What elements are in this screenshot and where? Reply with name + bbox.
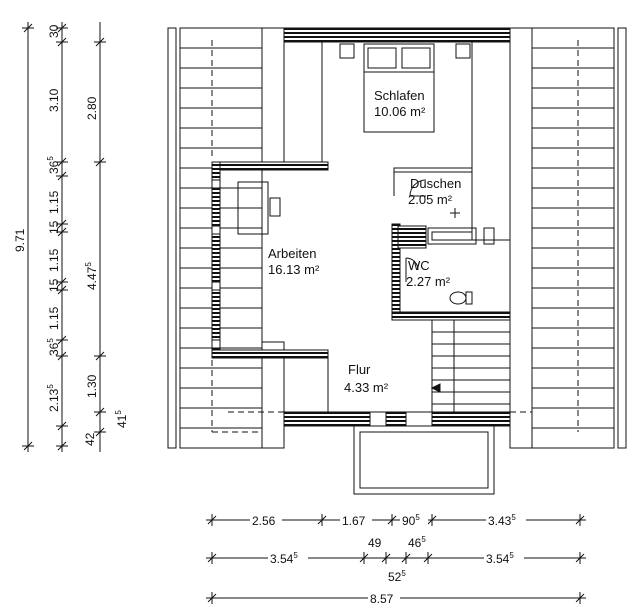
dim-h-r3-bg	[368, 590, 400, 604]
dim-h-r2-2-main: 46	[408, 536, 422, 550]
dim-h-r3: 8.57	[370, 592, 394, 606]
dim-v-c1-2-sup: 5	[46, 156, 55, 161]
dim-v-outer: 9.71	[13, 228, 27, 252]
dim-v-c1-9: 2.135	[46, 384, 61, 412]
dim-v-c2-1-sup: 5	[84, 262, 93, 267]
dim-v-c2-3: 415	[114, 410, 129, 428]
dim-h-r2-3-sup: 5	[509, 551, 514, 560]
dim-v-c1-0: 30	[47, 24, 61, 38]
dim-v-c1-2-main: 36	[47, 160, 61, 174]
dim-v-c1-9-main: 2.13	[47, 388, 61, 412]
dim-h-r2-0-sup: 5	[293, 551, 298, 560]
room-area-schlafen: 10.06 m²	[374, 104, 426, 119]
dim-v-c1-8: 365	[46, 338, 61, 356]
dim-v-c2-2: 1.30	[85, 374, 99, 398]
dim-v-c1-7: 1.15	[47, 306, 61, 330]
roof-right	[531, 27, 627, 449]
dim-h-r1-1: 1.67	[342, 514, 366, 528]
bed	[363, 43, 435, 133]
dim-h-r1-0-bg	[250, 512, 282, 526]
dim-v-c2-1: 4.475	[84, 262, 99, 290]
dim-h-r2-0-bg	[268, 550, 308, 564]
dim-v-c1-10: 42	[83, 432, 97, 446]
dim-h-r2-3: 3.545	[486, 551, 514, 566]
dim-h-r1-1-bg	[340, 512, 372, 526]
dim-h-r2-2-sup: 5	[421, 535, 426, 544]
dim-v-c1-1: 3.10	[47, 88, 61, 112]
dim-h-r1-3-sup: 5	[511, 513, 516, 522]
dim-lines-vertical	[22, 22, 106, 452]
dim-h-r1-2-main: 90	[402, 514, 416, 528]
dim-h-r1-2: 905	[402, 513, 420, 528]
dim-v-c1-9-sup: 5	[46, 384, 55, 389]
dim-v-c1-6: 15	[47, 278, 61, 292]
dim-v-c1-8-main: 36	[47, 342, 61, 356]
dim-h-r1-0: 2.56	[252, 514, 276, 528]
room-area-arbeiten: 16.13 m²	[268, 262, 320, 277]
dim-v-c2-3-sup: 5	[114, 410, 123, 415]
dim-h-r2-3-bg	[484, 550, 524, 564]
interior	[212, 42, 532, 495]
dim-v-c1-5: 1.15	[47, 248, 61, 272]
dim-h-r2b-main: 52	[388, 570, 402, 584]
dim-h-r2-0: 3.545	[270, 551, 298, 566]
room-name-wc: WC	[408, 258, 430, 273]
dim-h-r1-2-bg	[400, 512, 428, 526]
room-area-duschen: 2.05 m²	[408, 192, 453, 207]
dim-v-c2-3-main: 41	[115, 414, 129, 428]
knee-walls	[261, 27, 533, 449]
dim-h-r1-3-bg	[486, 512, 526, 526]
dim-v-c1-2: 365	[46, 156, 61, 174]
dim-h-r2-3-main: 3.54	[486, 552, 510, 566]
room-name-arbeiten: Arbeiten	[268, 246, 316, 261]
dim-h-r2-2: 465	[408, 535, 426, 550]
dim-v-c1-4: 15	[47, 220, 61, 234]
dim-h-r2-0-main: 3.54	[270, 552, 294, 566]
room-name-flur: Flur	[348, 362, 371, 377]
dim-h-r2-1: 49	[368, 536, 382, 550]
room-name-duschen: Duschen	[410, 176, 461, 191]
room-area-wc: 2.27 m²	[406, 274, 451, 289]
room-name-schlafen: Schlafen	[374, 88, 425, 103]
windows	[211, 43, 471, 427]
roof-left	[167, 27, 263, 449]
dim-h-r2b: 525	[388, 569, 406, 584]
dim-h-r1-3-main: 3.43	[488, 514, 512, 528]
dim-v-c2-1-main: 4.47	[85, 266, 99, 290]
dim-v-c1-3: 1.15	[47, 190, 61, 214]
dim-v-c1-8-sup: 5	[46, 338, 55, 343]
dim-h-r1-3: 3.435	[488, 513, 516, 528]
dim-h-r1-2-sup: 5	[415, 513, 420, 522]
desk	[237, 181, 269, 235]
dim-v-c2-0: 2.80	[85, 96, 99, 120]
dim-h-r2b-sup: 5	[401, 569, 406, 578]
room-area-flur: 4.33 m²	[344, 380, 389, 395]
